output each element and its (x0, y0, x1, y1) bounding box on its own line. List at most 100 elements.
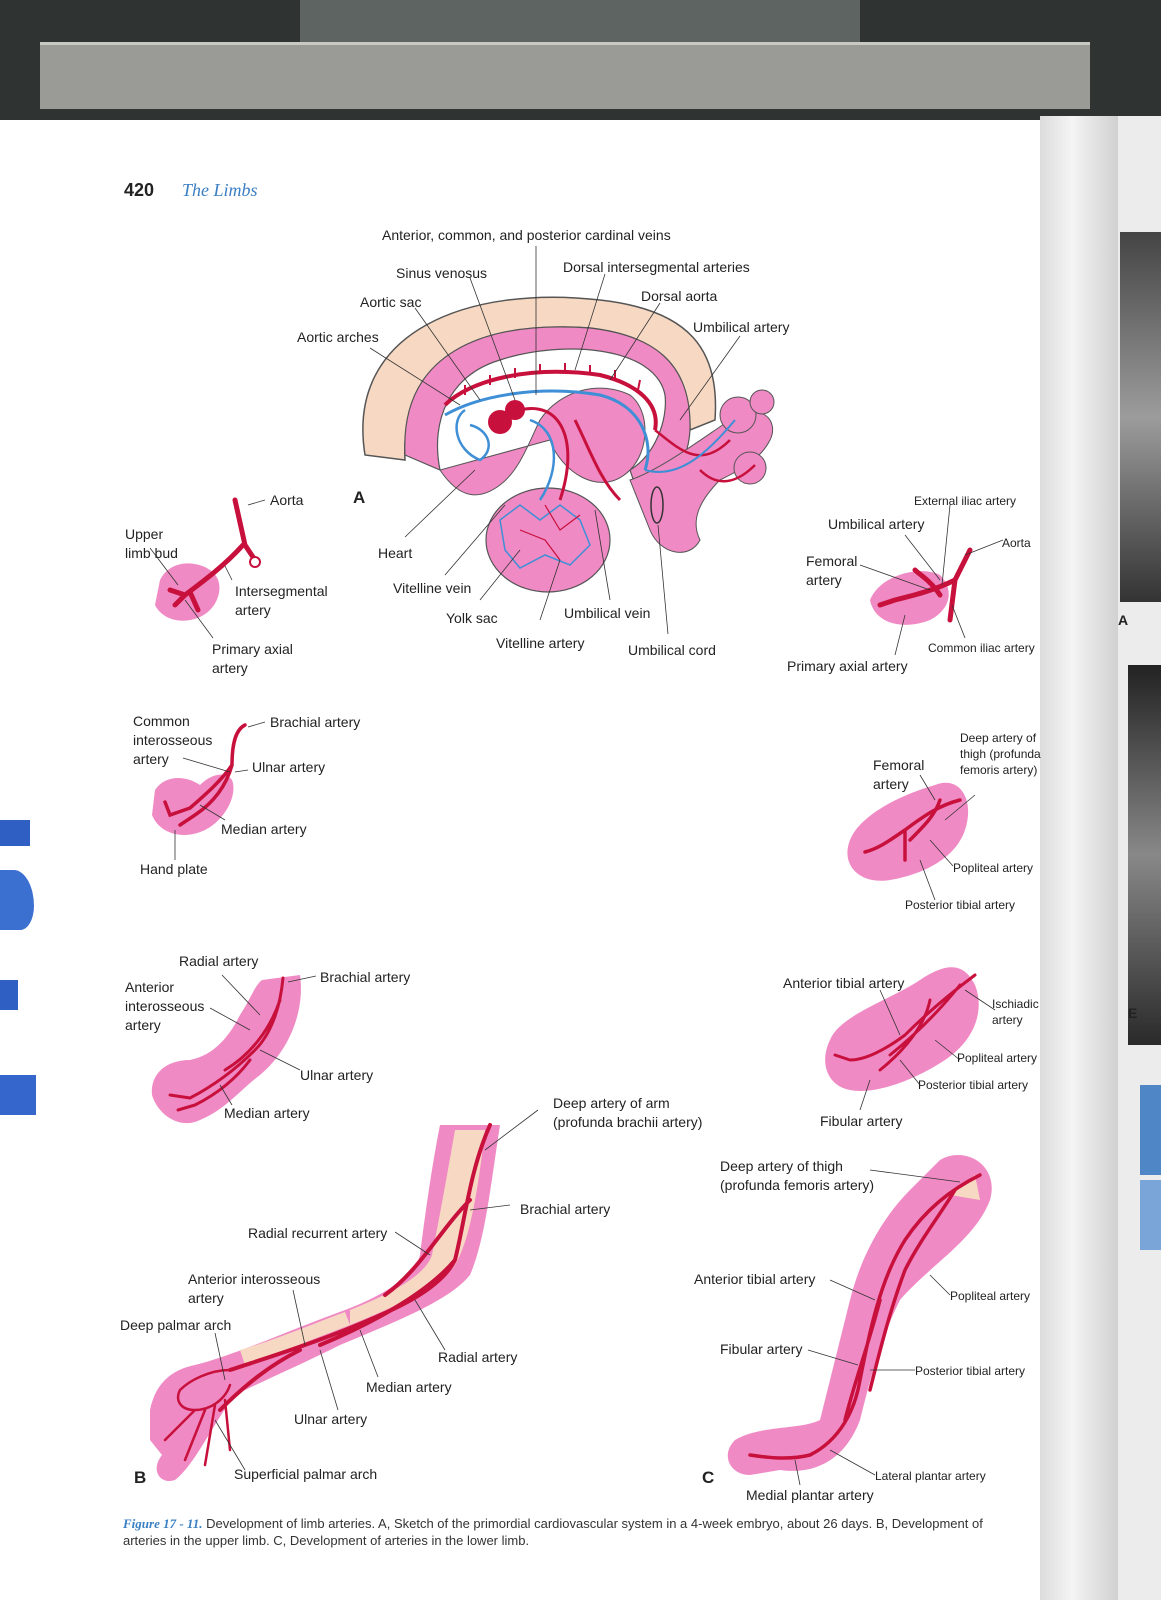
label-stage2-posterior-tibial-artery: Posterior tibial artery (905, 898, 1016, 912)
umbilical-artery-vessel (654, 429, 756, 483)
umbilical-vein-vessel (644, 419, 736, 473)
panel-a-leaders (369, 246, 741, 635)
palmar-arches (163, 1368, 232, 1467)
label-stage3-brachial-artery: Brachial artery (320, 969, 411, 985)
label-stage2-deep-thigh-artery: Deep artery of thigh (profunda femoris a… (960, 731, 1041, 777)
label-stage2-ulnar-artery: Ulnar artery (252, 759, 326, 775)
label-aortic-sac: Aortic sac (360, 294, 422, 310)
limb-tissue (151, 975, 301, 1124)
upper-stage3-leaders (209, 974, 317, 1106)
upper-limb-stage3 (151, 975, 301, 1124)
femoral-tibial-vessels (748, 1173, 982, 1460)
page-number: 420 (124, 180, 155, 200)
scanner-window (300, 0, 860, 44)
label-final-deep-thigh-artery: Deep artery of thigh (profunda femoris a… (720, 1158, 875, 1193)
facing-page-letter: E (1128, 1005, 1138, 1021)
placental-villi (719, 396, 757, 434)
label-stage2-brachial-artery: Brachial artery (270, 714, 361, 730)
lower-bud-leaders (859, 504, 1004, 656)
label-lower-umbilical-artery: Umbilical artery (828, 516, 925, 532)
scanner-lid (40, 42, 1090, 109)
upper-final-leaders (214, 1109, 539, 1471)
label-lower-aorta: Aorta (1002, 536, 1031, 550)
label-common-interosseous-artery: Common interosseous artery (133, 713, 213, 767)
label-external-iliac-artery: External iliac artery (914, 494, 1017, 508)
label-aortic-arches: Aortic arches (297, 329, 379, 345)
vitelline-artery-vessel (519, 407, 622, 502)
label-stage3-radial-artery: Radial artery (179, 953, 259, 969)
upper-bud-leaders (149, 499, 266, 639)
label-stage2-femoral-artery: Femoral artery (873, 757, 925, 792)
panel-letter-b: B (134, 1468, 147, 1487)
aorta-cross-section (249, 556, 261, 568)
label-hand-plate: Hand plate (140, 861, 208, 877)
label-common-iliac-artery: Common iliac artery (928, 641, 1035, 655)
cardinal-veins (444, 389, 650, 471)
label-stage2-popliteal-artery: Popliteal artery (953, 861, 1034, 875)
label-final-brachial-artery: Brachial artery (520, 1201, 611, 1217)
label-vitelline-vein: Vitelline vein (393, 580, 472, 596)
lower-limb-final (727, 1154, 992, 1475)
femoral-vessels (863, 798, 962, 862)
label-ischiadic-artery: Ischiadic artery (992, 997, 1039, 1027)
facing-page-box (1140, 1180, 1161, 1250)
label-deep-artery-of-arm: Deep artery of arm (profunda brachii art… (553, 1095, 703, 1130)
label-final-median-artery: Median artery (366, 1379, 452, 1395)
label-stage3-fibular-artery: Fibular artery (820, 1113, 903, 1129)
label-dorsal-intersegmental-arteries: Dorsal intersegmental arteries (563, 259, 750, 275)
label-final-radial-artery: Radial artery (438, 1349, 518, 1365)
label-stage3-median-artery: Median artery (224, 1105, 310, 1121)
umbilical-cord-ring (650, 486, 664, 524)
label-final-fibular-artery: Fibular artery (720, 1341, 803, 1357)
label-final-posterior-tibial-artery: Posterior tibial artery (915, 1364, 1026, 1378)
aortic-arch-veins (455, 408, 490, 462)
yolk-sac (485, 487, 611, 593)
label-stage3-popliteal-artery: Popliteal artery (957, 1051, 1038, 1065)
label-dorsal-aorta: Dorsal aorta (641, 288, 718, 304)
figure-caption: Figure 17 - 11. Development of limb arte… (123, 1515, 1003, 1549)
label-upper-limb-bud: Upper limb bud (125, 526, 178, 561)
label-lower-femoral-artery: Femoral artery (806, 553, 858, 588)
upper-limb-final (150, 1123, 500, 1481)
running-head: The Limbs (182, 180, 258, 200)
label-yolk-sac: Yolk sac (446, 610, 498, 626)
label-upper-aorta: Aorta (270, 492, 304, 508)
label-intersegmental-artery: Intersegmental artery (235, 583, 328, 618)
vitelline-vein-vessel (529, 418, 556, 501)
label-heart: Heart (378, 545, 413, 561)
vitelline-plexus (499, 504, 591, 569)
ink-mark (0, 980, 18, 1010)
label-final-ulnar-artery: Ulnar artery (294, 1411, 368, 1427)
upper-limb-bud (155, 497, 261, 621)
panel-letter-c: C (702, 1468, 715, 1487)
brachial-vessels (163, 723, 247, 827)
aorta-vessel (877, 547, 973, 623)
lower-stage3-leaders (859, 989, 996, 1111)
label-lower-primary-axial-artery: Primary axial artery (787, 658, 908, 674)
figure-caption-text: Development of limb arteries. A, Sketch … (123, 1516, 983, 1548)
radius-bone (240, 1312, 350, 1365)
lower-final-leaders (794, 1169, 961, 1486)
label-stage2-median-artery: Median artery (221, 821, 307, 837)
upper-stage2-leaders (174, 721, 266, 860)
label-final-anterior-interosseous-artery: Anterior interosseous artery (188, 1271, 321, 1306)
leg-tissue (727, 1154, 992, 1475)
lower-limb-bud (870, 547, 973, 625)
ink-mark (0, 820, 30, 846)
facing-page-photo (1120, 232, 1161, 602)
label-umbilical-vein: Umbilical vein (564, 605, 651, 621)
label-radial-recurrent-artery: Radial recurrent artery (248, 1225, 388, 1241)
label-stage3-posterior-tibial-artery: Posterior tibial artery (918, 1078, 1029, 1092)
brachial-vessels (168, 976, 285, 1112)
lower-limb-stage2 (847, 782, 969, 881)
upper-limb-stage2 (152, 723, 247, 835)
label-stage3-anterior-tibial-artery: Anterior tibial artery (783, 975, 905, 991)
label-superficial-palmar-arch: Superficial palmar arch (234, 1466, 378, 1482)
embryo-illustration (362, 296, 775, 593)
book-gutter (1040, 116, 1120, 1600)
embryo-inner (439, 387, 646, 496)
ink-mark (0, 1075, 36, 1115)
lower-limb-stage3 (825, 967, 979, 1091)
label-umbilical-cord: Umbilical cord (628, 642, 716, 658)
